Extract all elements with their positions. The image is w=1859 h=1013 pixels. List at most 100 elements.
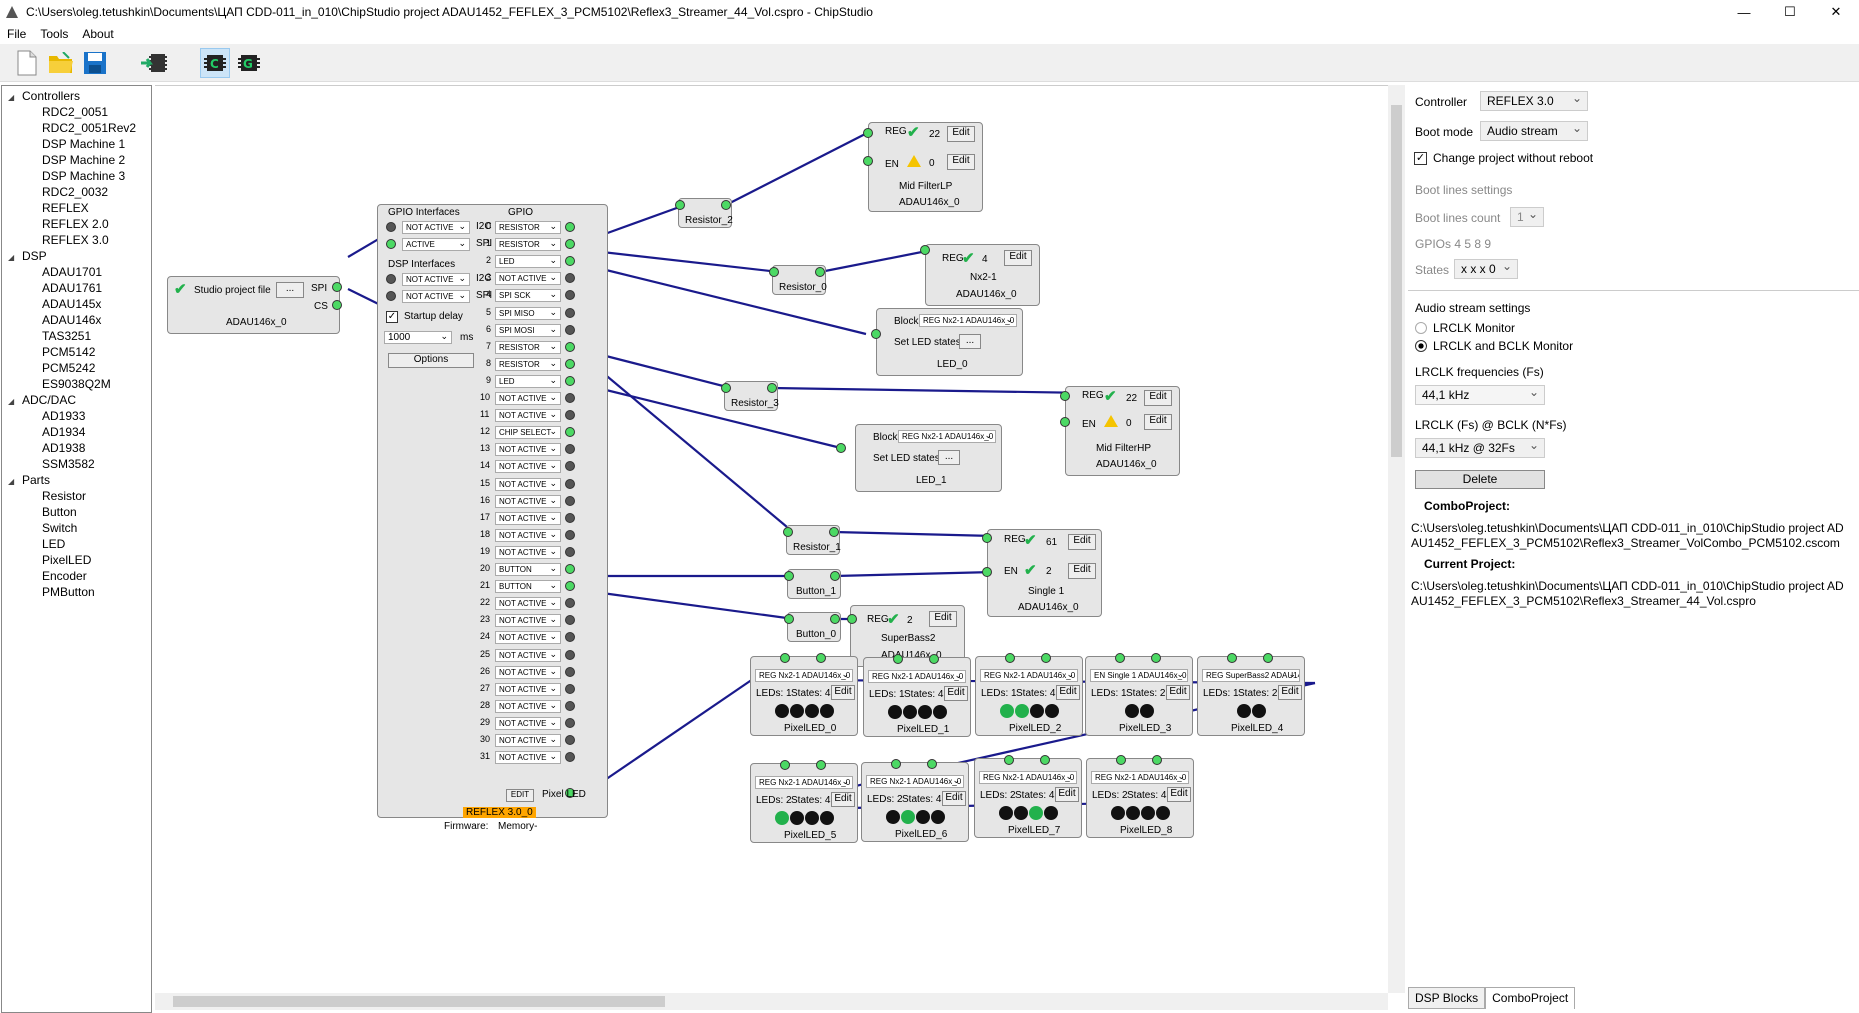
edit-button[interactable]: Edit — [1004, 250, 1032, 266]
expand-icon[interactable]: ◢ — [8, 93, 15, 102]
tree-item[interactable]: RDC2_0051Rev2 — [42, 121, 137, 135]
port[interactable] — [830, 614, 840, 624]
gpio-port[interactable] — [565, 375, 575, 386]
dsp-block-mid-filterhp[interactable]: REG✔ 22 Edit EN 0 Edit Mid FilterHP ADAU… — [1065, 386, 1180, 476]
boot-mode-select[interactable]: Audio stream — [1480, 119, 1588, 141]
gpio-port[interactable] — [565, 273, 575, 284]
port[interactable] — [1005, 653, 1015, 663]
port[interactable] — [675, 200, 685, 210]
port[interactable] — [1040, 755, 1050, 765]
scroll-thumb[interactable] — [1391, 105, 1402, 457]
pin-mode-select[interactable]: SPI MOSI — [495, 323, 561, 337]
edit-button[interactable]: Edit — [1167, 787, 1191, 802]
pin-mode-select[interactable]: NOT ACTIVE — [495, 272, 561, 286]
port[interactable] — [769, 267, 779, 277]
gpio-port[interactable] — [565, 564, 575, 574]
controller-block[interactable]: GPIO Interfaces GPIO NOT ACTIVE I2C ACTI… — [377, 204, 608, 832]
gpio-port[interactable] — [565, 495, 575, 506]
port[interactable] — [982, 567, 992, 577]
tree-item[interactable]: REFLEX — [42, 201, 89, 215]
lrclk-bclk-monitor-radio[interactable] — [1415, 340, 1427, 352]
boot-count-select[interactable]: 1 — [1510, 205, 1544, 227]
led-block-1[interactable]: Block REG Nx2-1 ADAU146x_0 Set LED state… — [855, 424, 1002, 492]
menu-about[interactable]: About — [82, 27, 114, 41]
tree-item[interactable]: SSM3582 — [42, 457, 95, 471]
dsp-if-select-1[interactable]: NOT ACTIVE — [402, 290, 470, 303]
port[interactable] — [1152, 755, 1162, 765]
lrclk-monitor-radio[interactable] — [1415, 322, 1427, 334]
dsp-block-mid-filterlp[interactable]: REG✔ 22 Edit EN 0 Edit Mid FilterLP ADAU… — [868, 122, 983, 212]
edit-button[interactable]: Edit — [831, 685, 855, 700]
controller-mode-button[interactable]: C — [200, 47, 230, 78]
gpio-if-select-1[interactable]: ACTIVE — [402, 238, 470, 251]
dsp-block-superbass2[interactable]: REG✔ 2 Edit SuperBass2 ADAU146x_0 — [850, 605, 965, 667]
port[interactable] — [836, 443, 846, 453]
pin-mode-select[interactable]: NOT ACTIVE — [495, 751, 561, 765]
port-spi[interactable] — [332, 282, 342, 292]
close-button[interactable]: ✕ — [1830, 4, 1842, 19]
port[interactable] — [829, 527, 839, 537]
gpio-port[interactable] — [565, 410, 575, 421]
options-button[interactable]: Options — [388, 353, 474, 368]
edit-button[interactable]: Edit — [1068, 534, 1096, 550]
menu-tools[interactable]: Tools — [40, 27, 69, 41]
gpio-port[interactable] — [565, 632, 575, 643]
port[interactable] — [863, 156, 873, 166]
port[interactable] — [780, 760, 790, 770]
startup-delay-checkbox[interactable]: ✓ — [386, 311, 398, 323]
pixel-block-select[interactable]: REG Nx2-1 ADAU146x_0 — [866, 775, 964, 788]
led-block-select[interactable]: REG Nx2-1 ADAU146x_0 — [898, 430, 996, 443]
edit-button[interactable]: Edit — [1055, 787, 1079, 802]
port[interactable] — [386, 274, 396, 284]
tab-dsp-blocks[interactable]: DSP Blocks — [1408, 987, 1486, 1009]
pin-mode-select[interactable]: NOT ACTIVE — [495, 511, 561, 525]
port[interactable] — [1263, 653, 1273, 663]
edit-button[interactable]: Edit — [1068, 563, 1096, 579]
pin-mode-select[interactable]: NOT ACTIVE — [495, 648, 561, 662]
tree-item[interactable]: PixelLED — [42, 553, 92, 567]
port[interactable] — [816, 653, 826, 663]
gpio-port[interactable] — [565, 512, 575, 523]
tree-item[interactable]: Switch — [42, 521, 78, 535]
gpio-port[interactable] — [565, 700, 575, 711]
delete-button[interactable]: Delete — [1415, 470, 1545, 489]
pixel-block-select[interactable]: REG Nx2-1 ADAU146x_0 — [980, 669, 1078, 682]
set-led-button[interactable]: ... — [959, 334, 981, 349]
pixel-block-select[interactable]: REG Nx2-1 ADAU146x_0 — [1091, 771, 1189, 784]
gpio-port[interactable] — [565, 444, 575, 455]
delay-select[interactable]: 1000 — [384, 331, 452, 344]
port[interactable] — [816, 760, 826, 770]
pin-mode-select[interactable]: NOT ACTIVE — [495, 597, 561, 611]
change-project-checkbox[interactable]: ✓ — [1414, 152, 1427, 165]
tree-item[interactable]: LED — [42, 537, 66, 551]
port[interactable] — [927, 759, 937, 769]
pin-mode-select[interactable]: NOT ACTIVE — [495, 494, 561, 508]
port[interactable] — [863, 128, 873, 138]
pin-mode-select[interactable]: LED — [495, 255, 561, 269]
pixel-block-select[interactable]: REG Nx2-1 ADAU146x_0 — [755, 669, 853, 682]
scroll-thumb[interactable] — [173, 996, 665, 1007]
pin-mode-select[interactable]: NOT ACTIVE — [495, 392, 561, 405]
tree-item[interactable]: PCM5242 — [42, 361, 96, 375]
led-block-select[interactable]: REG Nx2-1 ADAU146x_0 — [919, 314, 1017, 327]
led-block-0[interactable]: Block REG Nx2-1 ADAU146x_0 Set LED state… — [876, 308, 1023, 376]
edit-button[interactable]: Edit — [1144, 414, 1172, 430]
gpio-port[interactable] — [565, 649, 575, 660]
tree-item[interactable]: ADAU1761 — [42, 281, 103, 295]
pixel-block-select[interactable]: EN Single 1 ADAU146x_0 — [1090, 669, 1188, 682]
tree-group[interactable]: ◢DSP — [2, 248, 151, 264]
gpio-port[interactable] — [565, 666, 575, 677]
edit-button[interactable]: Edit — [1278, 685, 1302, 700]
port[interactable] — [386, 239, 396, 249]
pin-mode-select[interactable]: RESISTOR — [495, 340, 561, 354]
port[interactable] — [1115, 653, 1125, 663]
tree-item[interactable]: RDC2_0051 — [42, 105, 109, 119]
tree-item[interactable]: PCM5142 — [42, 345, 96, 359]
tree-item[interactable]: DSP Machine 3 — [42, 169, 126, 183]
minimize-button[interactable]: — — [1737, 4, 1751, 20]
tree-item[interactable]: DSP Machine 2 — [42, 153, 126, 167]
